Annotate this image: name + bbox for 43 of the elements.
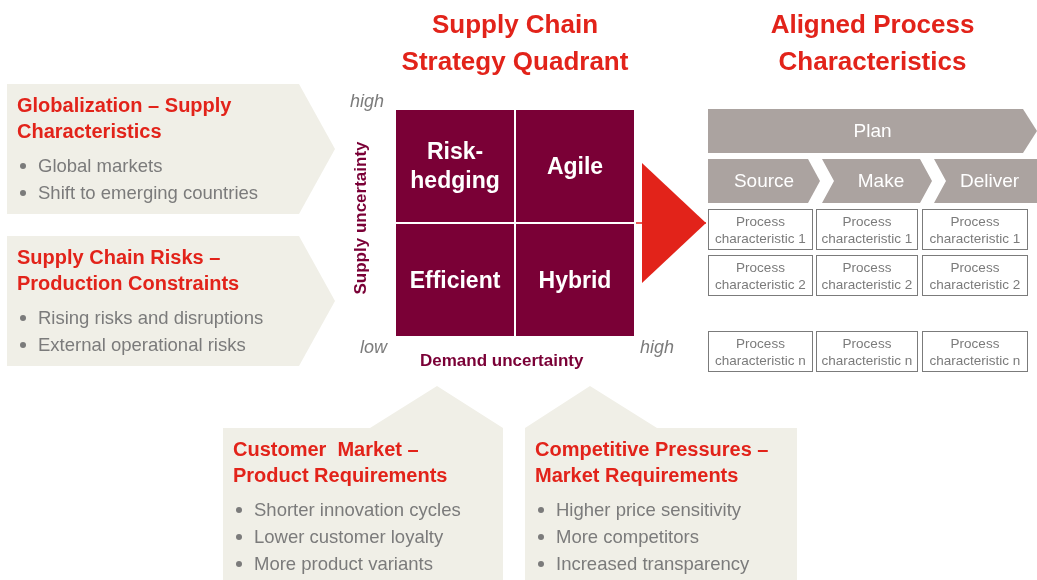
- axis-label: Demand uncertainty: [420, 350, 584, 372]
- characteristic-box: Process characteristic 1: [922, 209, 1028, 250]
- characteristic-box: Process characteristic n: [816, 331, 918, 372]
- panel-heading: Customer Market – Product Requirements: [233, 437, 449, 488]
- characteristic-box: Process characteristic 2: [922, 255, 1028, 296]
- driver-panel: [7, 236, 335, 366]
- driver-panel: [7, 84, 335, 214]
- bullet-text: Increased transparency: [535, 550, 787, 577]
- bullet-text: More competitors: [535, 523, 787, 550]
- process-step: Plan: [708, 109, 1037, 153]
- driver-panel: [525, 386, 797, 580]
- quadrant-cell: Efficient: [396, 224, 514, 336]
- bullet-text: Lower customer loyalty: [233, 523, 493, 550]
- panel-heading: Competitive Pressures – Market Requirements: [535, 437, 770, 488]
- quadrant-cell: Agile: [516, 110, 634, 222]
- bullet-text: More product variants: [233, 550, 493, 577]
- bullet-text: Rising risks and disruptions: [17, 304, 325, 331]
- bullet-text: Shift to emerging countries: [17, 179, 325, 206]
- characteristic-box: Process characteristic n: [708, 331, 813, 372]
- section-heading: Aligned Process Characteristics: [769, 8, 976, 78]
- process-step: Source: [708, 159, 820, 203]
- characteristic-box: Process characteristic 2: [816, 255, 918, 296]
- characteristic-box: Process characteristic 1: [816, 209, 918, 250]
- arrow: [635, 163, 707, 283]
- bullet-text: Global markets: [17, 152, 325, 179]
- section-heading: Supply Chain Strategy Quadrant: [400, 8, 630, 78]
- bullet-text: Higher price sensitivity: [535, 496, 787, 523]
- panel-heading: Globalization – Supply Characteristics: [17, 93, 233, 144]
- axis-label: low: [360, 336, 387, 358]
- process-step: Deliver: [934, 159, 1037, 203]
- characteristic-box: Process characteristic 2: [708, 255, 813, 296]
- axis-label: high: [350, 90, 385, 112]
- quadrant-cell: Hybrid: [516, 224, 634, 336]
- bullet-text: External operational risks: [17, 331, 325, 358]
- axis-label: high: [640, 336, 675, 358]
- characteristic-box: Process characteristic 1: [708, 209, 813, 250]
- bullet-text: Shorter innovation cycles: [233, 496, 493, 523]
- process-step: Make: [822, 159, 932, 203]
- axis-label: Supply uncertainty: [350, 141, 371, 295]
- panel-heading: Supply Chain Risks – Production Constraints: [17, 245, 241, 296]
- quadrant-cell: Risk-hedging: [396, 110, 514, 222]
- characteristic-box: Process characteristic n: [922, 331, 1028, 372]
- driver-panel: [223, 386, 503, 580]
